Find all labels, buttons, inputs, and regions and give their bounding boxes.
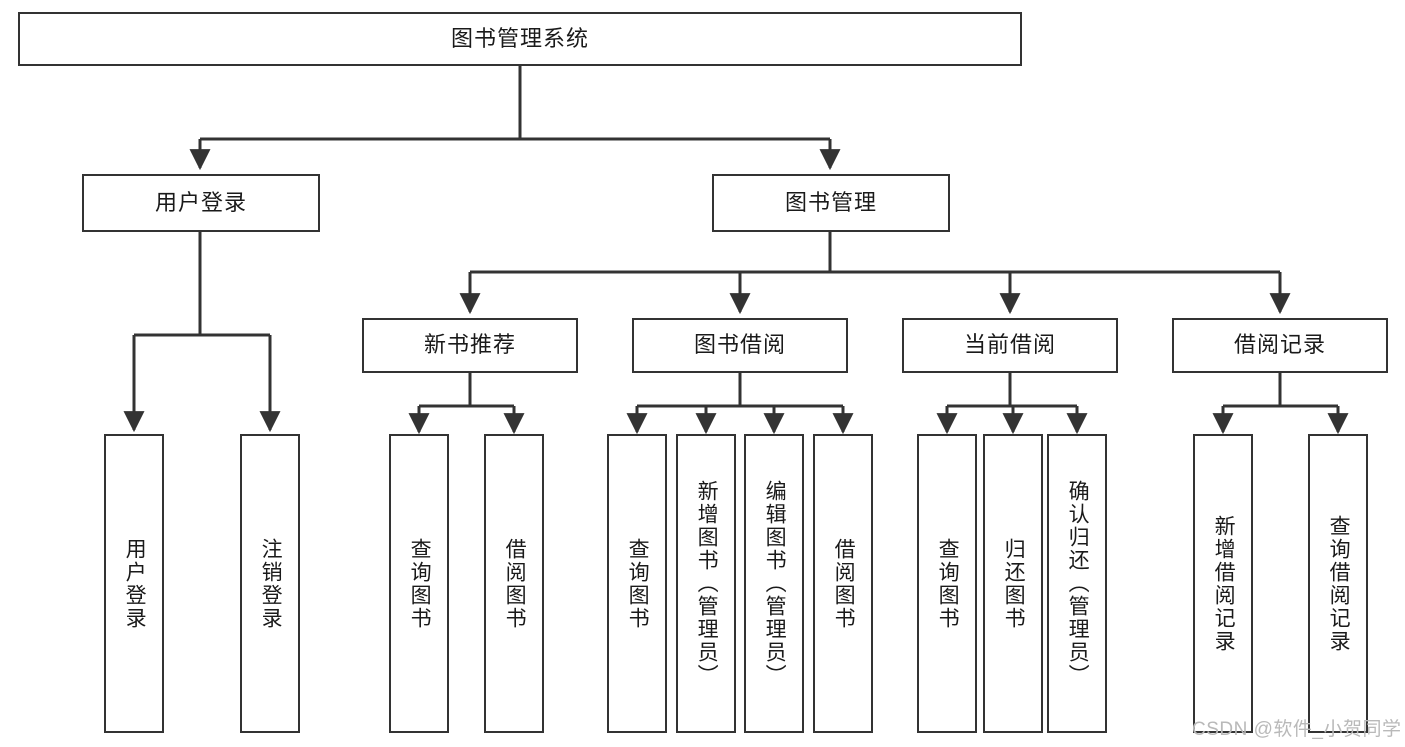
leaf-current-confirm-return-admin[interactable]: 确认归还（管理员） bbox=[1047, 434, 1107, 733]
leaf-borrow-borrow-book[interactable]: 借阅图书 bbox=[813, 434, 873, 733]
leaf-label: 查询借阅记录 bbox=[1327, 514, 1351, 653]
leaf-label: 借阅图书 bbox=[503, 537, 527, 630]
leaf-borrow-add-book-admin[interactable]: 新增图书（管理员） bbox=[676, 434, 736, 733]
node-root[interactable]: 图书管理系统 bbox=[18, 12, 1022, 66]
leaf-label: 新增借阅记录 bbox=[1212, 514, 1236, 653]
leaf-record-add-record[interactable]: 新增借阅记录 bbox=[1193, 434, 1253, 733]
node-current-borrow-label: 当前借阅 bbox=[963, 332, 1056, 358]
node-new-book-recommend-label: 新书推荐 bbox=[423, 332, 516, 358]
node-root-label: 图书管理系统 bbox=[450, 25, 589, 51]
leaf-label: 归还图书 bbox=[1002, 537, 1026, 630]
leaf-borrow-edit-book-admin[interactable]: 编辑图书（管理员） bbox=[744, 434, 804, 733]
leaf-current-query-book[interactable]: 查询图书 bbox=[917, 434, 977, 733]
leaf-new-book-borrow[interactable]: 借阅图书 bbox=[484, 434, 544, 733]
leaf-label: 确认归还（管理员） bbox=[1066, 480, 1090, 687]
leaf-new-book-query[interactable]: 查询图书 bbox=[389, 434, 449, 733]
leaf-label: 借阅图书 bbox=[832, 537, 856, 630]
leaf-current-return-book[interactable]: 归还图书 bbox=[983, 434, 1043, 733]
leaf-label: 编辑图书（管理员） bbox=[763, 480, 787, 687]
node-book-borrow[interactable]: 图书借阅 bbox=[632, 318, 848, 373]
node-new-book-recommend[interactable]: 新书推荐 bbox=[362, 318, 578, 373]
leaf-record-query-record[interactable]: 查询借阅记录 bbox=[1308, 434, 1368, 733]
node-borrow-record[interactable]: 借阅记录 bbox=[1172, 318, 1388, 373]
node-book-management[interactable]: 图书管理 bbox=[712, 174, 950, 232]
node-current-borrow[interactable]: 当前借阅 bbox=[902, 318, 1118, 373]
leaf-label: 查询图书 bbox=[936, 537, 960, 630]
leaf-label: 查询图书 bbox=[408, 537, 432, 630]
node-user-login[interactable]: 用户登录 bbox=[82, 174, 320, 232]
leaf-label: 用户登录 bbox=[123, 537, 147, 630]
leaf-user-login-login[interactable]: 用户登录 bbox=[104, 434, 164, 733]
leaf-label: 查询图书 bbox=[626, 537, 650, 630]
node-book-borrow-label: 图书借阅 bbox=[693, 332, 786, 358]
node-borrow-record-label: 借阅记录 bbox=[1233, 332, 1326, 358]
leaf-label: 注销登录 bbox=[259, 537, 283, 630]
leaf-label: 新增图书（管理员） bbox=[695, 480, 719, 687]
node-book-management-label: 图书管理 bbox=[784, 189, 877, 215]
node-user-login-label: 用户登录 bbox=[154, 189, 247, 215]
leaf-borrow-query-book[interactable]: 查询图书 bbox=[607, 434, 667, 733]
leaf-user-login-logout[interactable]: 注销登录 bbox=[240, 434, 300, 733]
